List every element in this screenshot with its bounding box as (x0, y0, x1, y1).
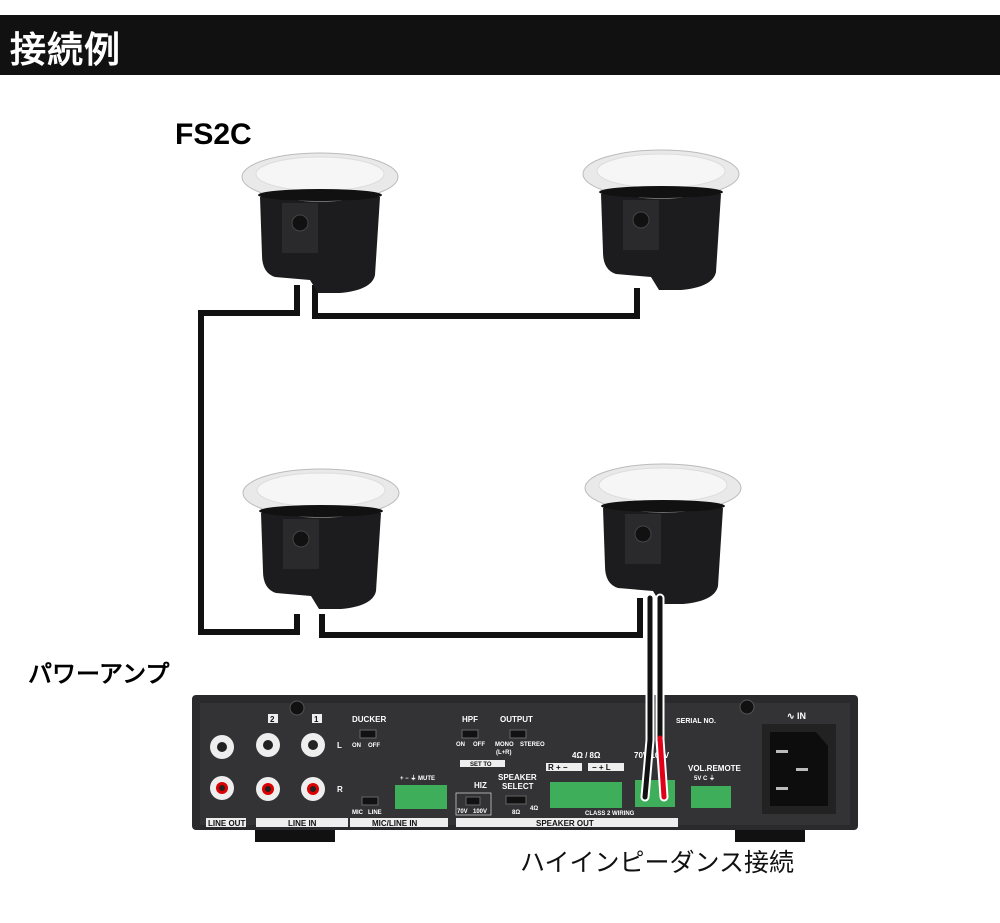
ch2-label: 2 (270, 715, 275, 724)
output-label: OUTPUT (500, 715, 533, 724)
ducker-on: ON (352, 743, 361, 749)
hiz-cable (640, 593, 669, 802)
vol-remote-label: VOL.REMOTE (688, 764, 742, 773)
hpf-label: HPF (462, 715, 478, 724)
header-bar: 接続例 (0, 15, 1000, 75)
line-label: LINE (368, 810, 382, 816)
mic-label: MIC (352, 810, 364, 816)
ohm4-label: 4Ω (530, 806, 538, 812)
amplifier-label: パワーアンプ (28, 660, 170, 688)
page-title: 接続例 (10, 30, 122, 71)
r-terms: R + − (548, 763, 568, 772)
mono-sub-label: (L+R) (496, 750, 512, 756)
hiz-label: HIZ (474, 781, 487, 790)
l-label: L (337, 741, 342, 750)
power-amplifier: LINE OUT LINE IN 2 1 L R DUCKER ON OFF M… (192, 695, 858, 842)
impedance-label: 4Ω / 8Ω (572, 751, 601, 760)
hiz-70v: 70V (457, 809, 468, 815)
speaker-top-left (241, 152, 399, 294)
ducker-off: OFF (368, 743, 380, 749)
remote-terms: 5V C ⏚ (694, 775, 715, 782)
mute-terminals-label: + − ⏚ MUTE (400, 775, 435, 782)
ac-in-label: ∿ IN (787, 711, 806, 721)
wire-bl-to-br (319, 598, 643, 638)
speaker-top-right (582, 149, 740, 291)
mic-line-in-label: MIC/LINE IN (372, 819, 418, 828)
stereo-label: STEREO (520, 742, 545, 748)
hiz-100v: 100V (473, 809, 487, 815)
ch1-label: 1 (314, 715, 319, 724)
hpf-off: OFF (473, 742, 485, 748)
speaker-out-label: SPEAKER OUT (536, 819, 594, 828)
line-in-label: LINE IN (288, 819, 317, 828)
class2-label: CLASS 2 WIRING (585, 811, 635, 817)
serial-label: SERIAL NO. (676, 718, 716, 725)
r-label: R (337, 785, 343, 794)
connection-caption: ハイインピーダンス接続 (520, 848, 795, 877)
ohm8-label: 8Ω (512, 810, 520, 816)
hpf-on: ON (456, 742, 465, 748)
wire-tl-to-tr (312, 285, 640, 319)
line-out-label: LINE OUT (208, 819, 245, 828)
speaker-select-label: SPEAKER (498, 773, 537, 782)
speaker-model-label: FS2C (175, 118, 252, 151)
ducker-label: DUCKER (352, 715, 386, 724)
speaker-bottom-left (242, 468, 400, 610)
mono-label: MONO (495, 742, 514, 748)
l-terms: − + L (592, 763, 611, 772)
speaker-bottom-right (584, 463, 742, 605)
set-to-label: SET TO (470, 762, 492, 768)
speaker-select-label2: SELECT (502, 782, 534, 791)
wire-tl-to-bl (198, 285, 300, 635)
speaker-wires (198, 285, 643, 638)
